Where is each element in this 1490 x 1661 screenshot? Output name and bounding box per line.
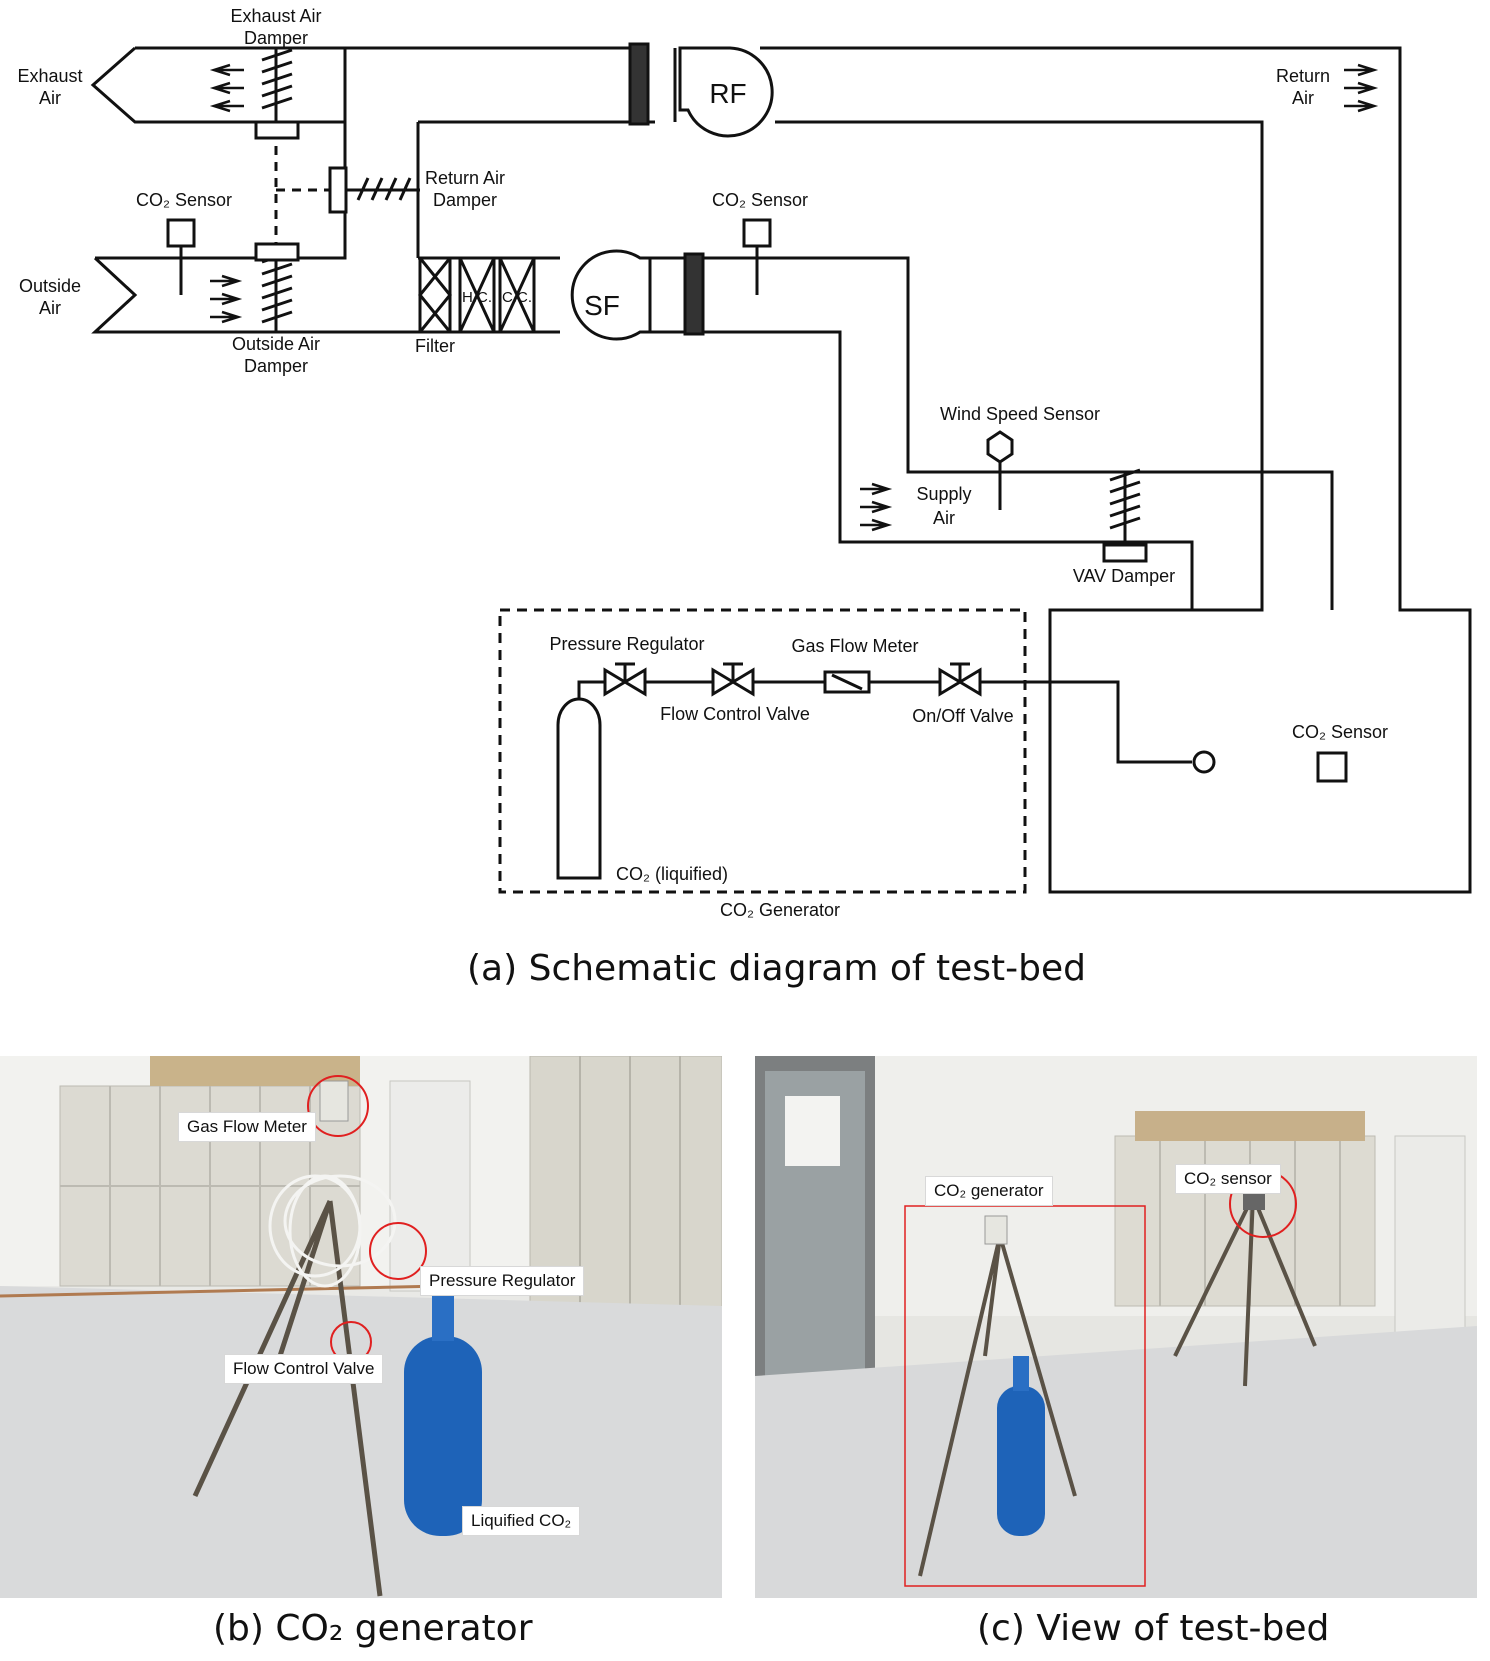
svg-text:Air: Air [1292,88,1314,108]
test-bed-schematic: Exhaust Air Damper Exhaust Air Return Ai… [17,6,1472,920]
diffuser-icon [1192,750,1216,774]
vav-damper-blade [1102,543,1148,563]
svg-text:Air: Air [39,88,61,108]
label-exhaust-air: Exhaust [17,66,82,86]
label-outside-air-damper: Outside Air [232,334,320,354]
sf-fan [570,249,652,341]
label-filter: Filter [415,336,455,356]
svg-text:Air: Air [933,508,955,528]
co2-sensor-oa-box [166,218,196,248]
co2-sensor-sa-box [742,218,772,248]
photo-b-scene [0,1056,722,1598]
label-co2-generator: CO₂ Generator [720,900,840,920]
svg-text:Damper: Damper [244,28,308,48]
label-return-air-damper: Return Air [425,168,505,188]
label-co2-sensor-sa: CO₂ Sensor [712,190,808,210]
photo-c-scene [755,1056,1477,1598]
label-return-air: Return [1276,66,1330,86]
co2-sensor-room-box [1316,751,1348,783]
caption-a: (a) Schematic diagram of test-bed [467,948,1086,989]
exhaust-damper-blade [254,120,300,140]
photo-co2-generator: Gas Flow Meter Pressure Regulator Flow C… [0,1056,722,1598]
supply-duct [650,256,1334,610]
label-vav-damper: VAV Damper [1073,566,1175,586]
highlight-pressure-regulator [369,1222,427,1280]
co2-cylinder [556,697,602,880]
tag-co2-sensor: CO₂ sensor [1175,1164,1281,1194]
rf-filter-block [628,42,650,126]
exhaust-upper [760,46,1472,894]
tag-gas-flow-meter: Gas Flow Meter [178,1112,316,1142]
label-sf: SF [584,290,620,321]
tag-pressure-regulator: Pressure Regulator [420,1266,585,1296]
label-gas-flow-meter: Gas Flow Meter [791,636,918,656]
outside-damper-blade [254,242,300,262]
tag-co2-generator: CO₂ generator [925,1176,1053,1206]
label-co2-liquified: CO₂ (liquified) [616,864,728,884]
tag-liquified-co2: Liquified CO₂ [462,1506,581,1536]
exhaust-duct [90,46,630,124]
return-damper-blade [328,166,348,214]
highlight-gas-flow-meter [307,1075,369,1137]
co2-generator-box [498,608,1027,894]
label-co2-sensor-room: CO₂ Sensor [1292,722,1388,742]
label-co2-sensor-oa: CO₂ Sensor [136,190,232,210]
caption-c: (c) View of test-bed [977,1608,1330,1649]
label-pressure-regulator: Pressure Regulator [549,634,704,654]
svg-text:Damper: Damper [244,356,308,376]
linkage [274,130,330,250]
label-rf: RF [709,78,746,109]
label-hc: H.C. [462,289,492,306]
label-on-off-valve: On/Off Valve [912,706,1013,726]
svg-text:Damper: Damper [433,190,497,210]
label-wind-speed-sensor: Wind Speed Sensor [940,404,1100,424]
sf-filter-block [683,252,705,336]
label-exhaust-air-damper: Exhaust Air [230,6,321,26]
svg-text:Air: Air [39,298,61,318]
label-flow-control-valve: Flow Control Valve [660,704,810,724]
tag-flow-control-valve: Flow Control Valve [224,1354,384,1384]
label-cc: C.C. [502,289,532,306]
highlight-co2-generator [904,1205,1146,1587]
label-outside-air: Outside [19,276,81,296]
label-supply-air: Supply [916,484,971,504]
caption-b: (b) CO₂ generator [213,1608,533,1649]
wind-speed-sensor-icon [986,430,1014,464]
rf-fan [678,46,774,138]
photo-view-of-test-bed: CO₂ generator CO₂ sensor [755,1056,1477,1598]
